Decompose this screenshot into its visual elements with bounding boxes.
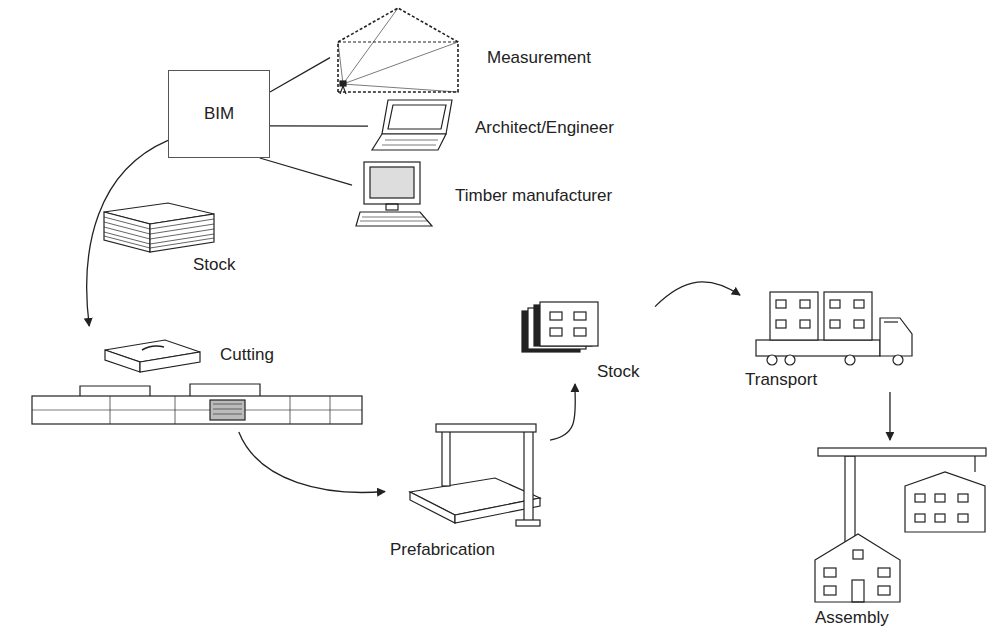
stock-step: Stock	[100, 198, 262, 277]
computer-icon	[356, 162, 432, 226]
link-line	[270, 125, 368, 126]
link-line	[260, 158, 352, 185]
flow-arrow	[239, 432, 385, 492]
stock-step: Stock	[518, 298, 655, 384]
step-label: Stock	[193, 255, 236, 275]
cutting-step: Cutting	[28, 326, 368, 432]
flow-arrow	[655, 282, 740, 307]
laptop-icon	[372, 100, 452, 150]
step-label: Prefabrication	[390, 540, 495, 560]
flow-arrow	[889, 392, 890, 440]
flow-arrow	[87, 140, 168, 326]
flow-arrow	[550, 384, 575, 440]
bim-box: BIM	[168, 70, 270, 158]
transport-step: Transport	[740, 278, 915, 392]
timber-stack-icon	[104, 203, 214, 252]
step-label: Transport	[745, 370, 817, 390]
assembly-step: Assembly	[805, 440, 993, 630]
measurement-step: Measurement	[330, 2, 650, 98]
box-label: BIM	[204, 104, 234, 124]
prefabrication-step: Prefabrication	[385, 418, 550, 565]
step-label: Stock	[597, 362, 640, 382]
panel-stock-icon	[522, 302, 598, 352]
step-label: Assembly	[815, 608, 889, 628]
prefabrication-gantry-icon	[410, 424, 540, 526]
cutting-machine-icon	[32, 340, 362, 424]
architect-step: Architect/Engineer	[368, 98, 725, 152]
truck-icon	[756, 292, 912, 365]
measurement-icon	[338, 8, 458, 94]
step-label: Architect/Engineer	[475, 118, 614, 138]
step-label: Measurement	[487, 48, 591, 68]
link-line	[270, 58, 330, 92]
manufacturer-step: Timber manufacturer	[352, 158, 705, 228]
step-label: Timber manufacturer	[455, 186, 612, 206]
step-label: Cutting	[220, 345, 274, 365]
assembly-crane-icon	[815, 448, 986, 602]
